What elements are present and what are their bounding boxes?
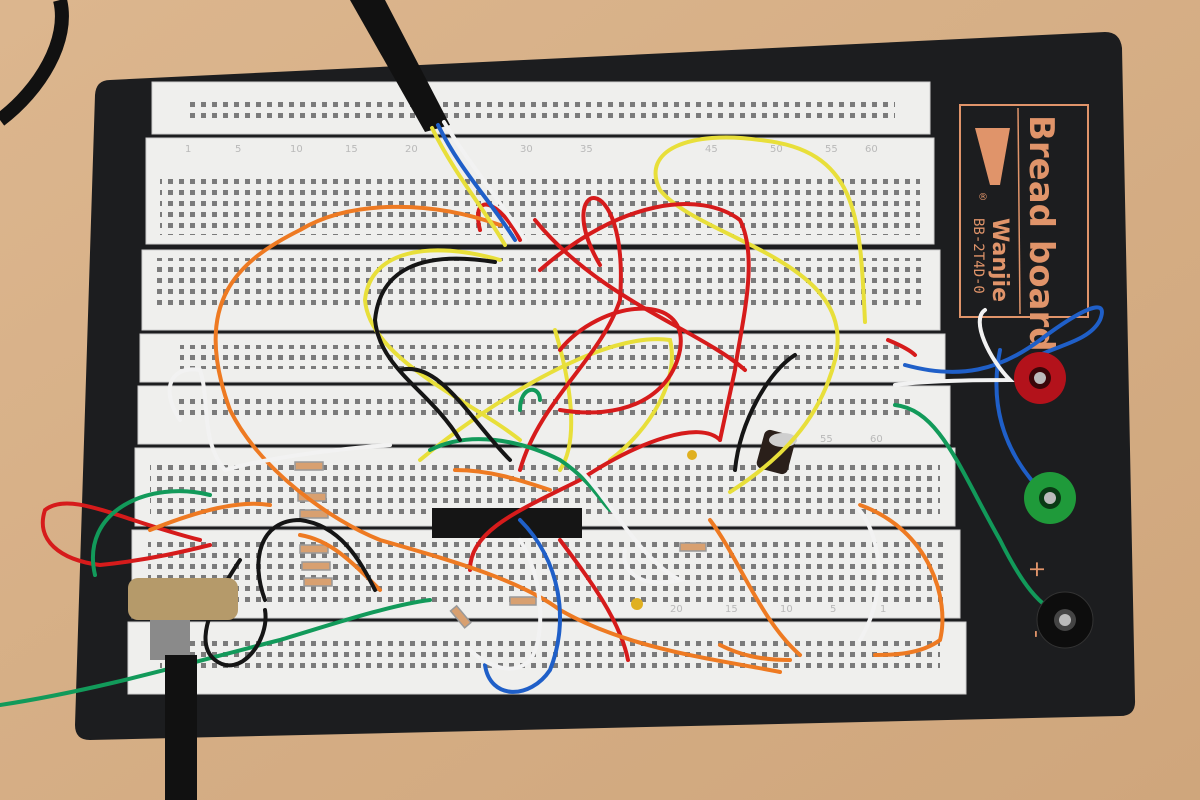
resistors [294, 461, 707, 629]
minus-label: - [1024, 630, 1049, 638]
maker-text: Wanjie [987, 218, 1012, 302]
svg-text:20: 20 [405, 144, 418, 155]
svg-text:15: 15 [345, 144, 358, 155]
svg-text:20: 20 [670, 604, 683, 615]
breadboard-strips [127, 81, 967, 695]
brand-text: Bread board [1021, 115, 1061, 352]
svg-text:1: 1 [880, 604, 886, 615]
svg-text:5: 5 [830, 604, 836, 615]
logo [975, 128, 1010, 185]
ceramic-capacitor-2 [687, 450, 697, 460]
column-numbers: 60 55 50 45 35 30 20 15 10 5 1 60 55 1 5… [185, 144, 886, 615]
svg-text:1: 1 [185, 144, 191, 155]
binding-post-green[interactable] [1024, 472, 1076, 524]
potentiometer [128, 578, 238, 800]
ic-chip [432, 508, 582, 538]
binding-post-black[interactable] [1036, 591, 1094, 649]
svg-text:15: 15 [725, 604, 738, 615]
svg-text:60: 60 [865, 144, 878, 155]
svg-text:55: 55 [825, 144, 838, 155]
svg-text:35: 35 [580, 144, 593, 155]
svg-text:50: 50 [770, 144, 783, 155]
ceramic-capacitor [631, 598, 643, 610]
ribbon-wires [430, 120, 527, 247]
svg-text:60: 60 [870, 434, 883, 445]
svg-text:45: 45 [705, 144, 718, 155]
svg-text:10: 10 [780, 604, 793, 615]
model-text: BB-2T4D-0 [970, 218, 986, 294]
svg-text:30: 30 [520, 144, 533, 155]
svg-text:5: 5 [235, 144, 241, 155]
brand-label: Bread board Wanjie BB-2T4D-0 ® + - [959, 104, 1089, 638]
cable-top-left [0, 0, 69, 126]
binding-post-red[interactable] [1014, 352, 1066, 404]
jumper-wires [0, 135, 1104, 707]
registered-mark: ® [978, 192, 988, 203]
ribbon-cable [350, 0, 450, 132]
svg-text:10: 10 [290, 144, 303, 155]
plus-label: + [1024, 560, 1049, 578]
svg-text:55: 55 [820, 434, 833, 445]
